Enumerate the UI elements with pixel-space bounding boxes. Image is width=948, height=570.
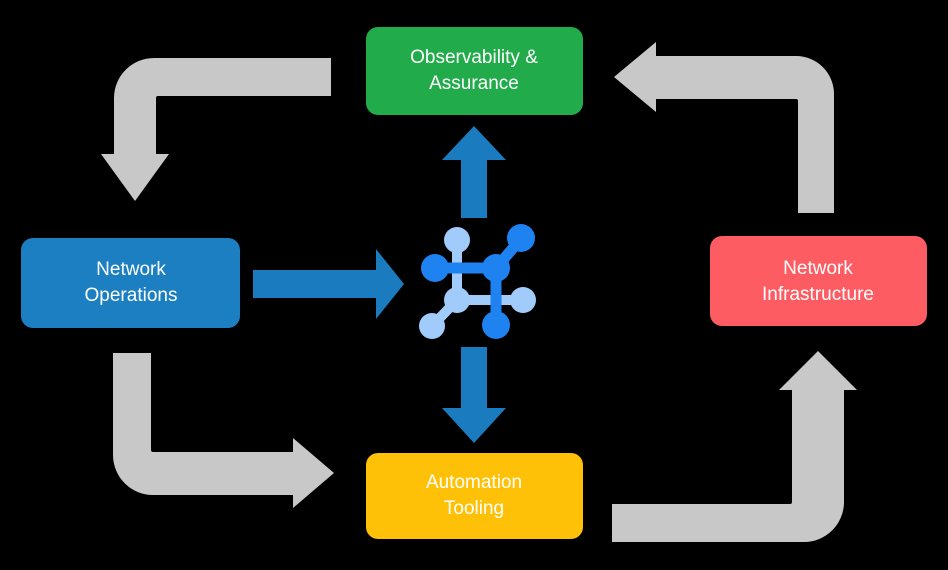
node-automation-tooling-label-line2: Tooling: [444, 498, 504, 519]
connector-observability-to-operations-shape: [101, 58, 331, 201]
connector-infrastructure-to-observability: [614, 42, 834, 213]
connector-center-to-observability: [442, 126, 506, 218]
network-topology-icon: [419, 224, 536, 339]
connector-operations-to-automation: [113, 353, 334, 508]
connector-operations-to-center: [253, 249, 404, 319]
connector-automation-to-infrastructure: [612, 351, 857, 542]
topology-node-light-top: [444, 227, 470, 253]
node-network-infrastructure[interactable]: Network Infrastructure: [710, 236, 927, 326]
topology-node-dark-topright: [507, 224, 535, 252]
node-network-infrastructure-label-line2: Infrastructure: [762, 284, 874, 305]
topology-node-dark-left: [421, 254, 449, 282]
node-network-operations-label-line1: Network: [96, 259, 166, 280]
connector-observability-to-operations: [101, 58, 331, 201]
topology-node-dark-bottom: [482, 311, 510, 339]
node-automation-tooling-box[interactable]: [366, 453, 583, 539]
node-observability-assurance[interactable]: Observability & Assurance: [366, 27, 583, 115]
topology-node-light-center: [444, 287, 470, 313]
connector-center-to-automation: [442, 347, 506, 443]
node-network-operations[interactable]: Network Operations: [21, 238, 240, 328]
node-network-operations-label-line2: Operations: [85, 285, 178, 306]
connector-center-to-observability-shape: [442, 126, 506, 218]
node-network-operations-box[interactable]: [21, 238, 240, 328]
connector-center-to-automation-shape: [442, 347, 506, 443]
connector-operations-to-automation-shape: [113, 353, 334, 508]
node-observability-assurance-label-line1: Observability &: [410, 47, 538, 68]
topology-node-dark-hub: [482, 254, 510, 282]
connector-infrastructure-to-observability-shape: [614, 42, 834, 213]
node-observability-assurance-label-line2: Assurance: [429, 73, 519, 94]
node-network-infrastructure-label-line1: Network: [783, 258, 853, 279]
connector-automation-to-infrastructure-shape: [612, 351, 857, 542]
topology-node-light-right: [510, 287, 536, 313]
node-observability-assurance-box[interactable]: [366, 27, 583, 115]
topology-node-light-bottomleft: [419, 313, 445, 339]
node-network-infrastructure-box[interactable]: [710, 236, 927, 326]
connector-operations-to-center-shape: [253, 249, 404, 319]
node-automation-tooling-label-line1: Automation: [426, 472, 522, 493]
node-automation-tooling[interactable]: Automation Tooling: [366, 453, 583, 539]
